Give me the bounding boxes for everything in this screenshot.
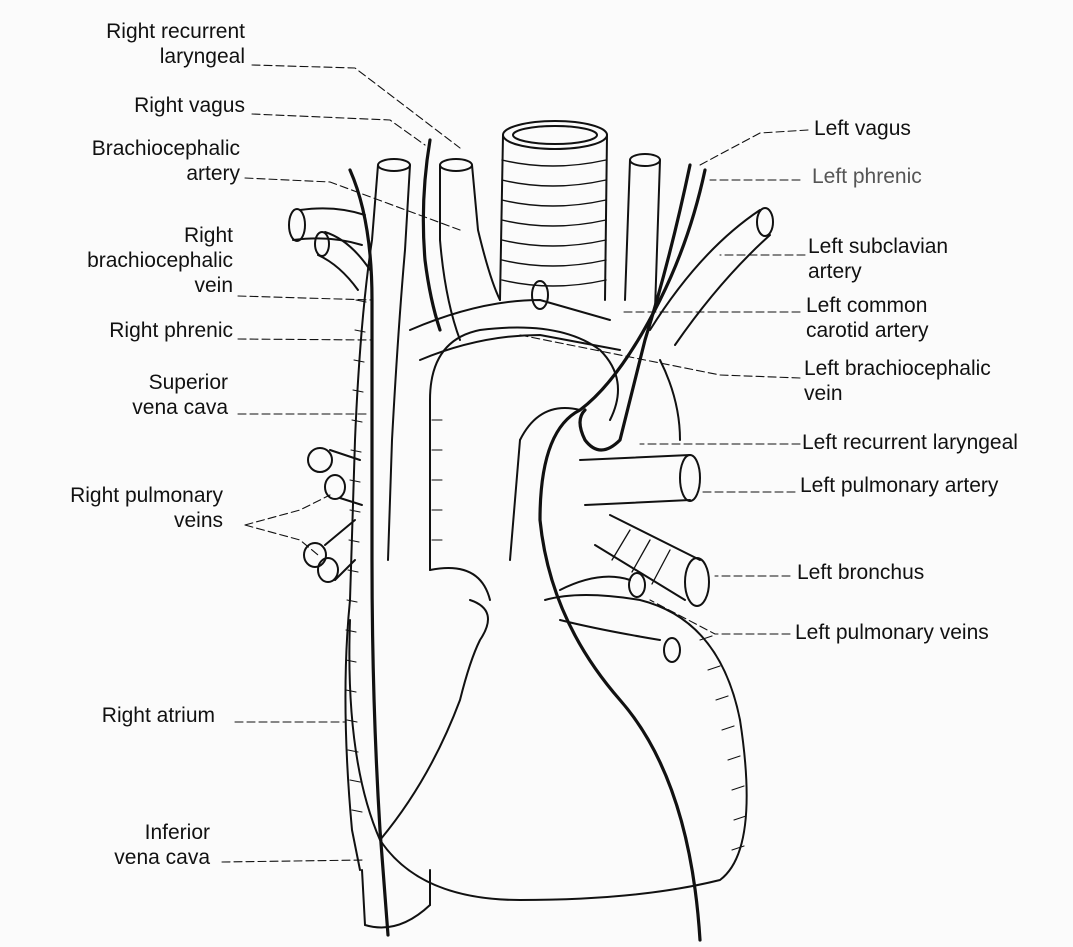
left-brachiocephalic-vein-vessel: [410, 281, 620, 360]
label-line: Right vagus: [40, 93, 245, 118]
label-line: Right recurrent: [40, 19, 245, 44]
aortic-arch-vessel: [430, 328, 618, 571]
label-line: artery: [808, 259, 948, 284]
label-line: Left subclavian: [808, 234, 948, 259]
label-brachiocephalic-artery: Brachiocephalic artery: [40, 136, 240, 186]
label-left-vagus: Left vagus: [814, 116, 911, 141]
right-phrenic-nerve: [350, 170, 388, 935]
label-line: Right atrium: [20, 703, 215, 728]
label-left-pulmonary-artery: Left pulmonary artery: [800, 473, 998, 498]
label-line: Brachiocephalic: [40, 136, 240, 161]
label-line: vein: [804, 381, 991, 406]
left-bronchus-vessel: [595, 515, 709, 606]
label-line: Left pulmonary artery: [800, 473, 998, 498]
label-line: Inferior: [20, 820, 210, 845]
label-line: Left common: [806, 293, 929, 318]
left-pulmonary-artery-vessel: [580, 455, 700, 505]
left-vagus-nerve: [580, 165, 690, 450]
brachiocephalic-artery-vessel: [440, 159, 500, 340]
label-right-recurrent-laryngeal: Right recurrent laryngeal: [40, 19, 245, 69]
label-left-bronchus: Left bronchus: [797, 560, 924, 585]
label-right-phrenic: Right phrenic: [20, 318, 233, 343]
label-line: Right: [20, 223, 233, 248]
label-line: artery: [40, 161, 240, 186]
label-left-subclavian-artery: Left subclavian artery: [808, 234, 948, 284]
label-line: vein: [20, 273, 233, 298]
label-inferior-vena-cava: Inferior vena cava: [20, 820, 210, 870]
right-vagus-nerve: [423, 140, 440, 330]
label-line: Right pulmonary: [10, 483, 223, 508]
label-line: Left recurrent laryngeal: [802, 430, 1018, 455]
right-subclavian-vessels: [289, 208, 370, 290]
label-line: Left vagus: [814, 116, 911, 141]
label-left-common-carotid-artery: Left common carotid artery: [806, 293, 929, 343]
label-line: Left bronchus: [797, 560, 924, 585]
superior-vena-cava-vessel: [345, 159, 430, 928]
label-left-brachiocephalic-vein: Left brachiocephalic vein: [804, 356, 991, 406]
trachea: [500, 121, 607, 300]
label-line: veins: [10, 508, 223, 533]
label-line: Left brachiocephalic: [804, 356, 991, 381]
label-line: Superior: [20, 370, 228, 395]
label-left-pulmonary-veins: Left pulmonary veins: [795, 620, 989, 645]
label-line: vena cava: [20, 395, 228, 420]
leader-lines: [222, 65, 808, 862]
label-line: brachiocephalic: [20, 248, 233, 273]
label-right-brachiocephalic-vein: Right brachiocephalic vein: [20, 223, 233, 298]
label-left-recurrent-laryngeal: Left recurrent laryngeal: [802, 430, 1018, 455]
label-superior-vena-cava: Superior vena cava: [20, 370, 228, 420]
label-line: laryngeal: [40, 44, 245, 69]
label-line: Right phrenic: [20, 318, 233, 343]
label-right-atrium: Right atrium: [20, 703, 215, 728]
label-line: Left pulmonary veins: [795, 620, 989, 645]
label-left-phrenic: Left phrenic: [812, 164, 922, 189]
label-right-vagus: Right vagus: [40, 93, 245, 118]
label-line: vena cava: [20, 845, 210, 870]
label-line: carotid artery: [806, 318, 929, 343]
label-right-pulmonary-veins: Right pulmonary veins: [10, 483, 223, 533]
label-line: Left phrenic: [812, 164, 922, 189]
